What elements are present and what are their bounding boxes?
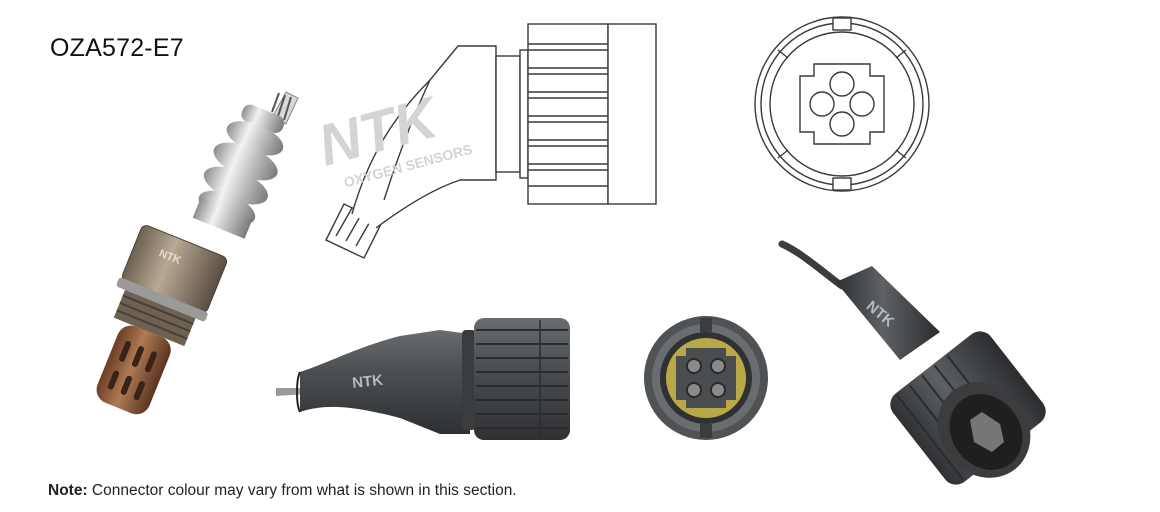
connector-side-photo: NTK: [276, 318, 570, 440]
part-code: OZA572-E7: [50, 34, 184, 62]
connector-front-photo: [644, 316, 768, 440]
connector-angled-photo: NTK: [778, 240, 1046, 485]
note-text: Connector colour may vary from what is s…: [87, 482, 517, 499]
connector-front-drawing: [754, 16, 930, 192]
disclaimer-note: Note: Connector colour may vary from wha…: [48, 482, 517, 500]
oxygen-sensor-photo: NTK: [96, 91, 299, 415]
note-label: Note:: [48, 482, 88, 499]
side-photo-brand: NTK: [351, 372, 384, 392]
connector-side-drawing: [325, 23, 657, 259]
